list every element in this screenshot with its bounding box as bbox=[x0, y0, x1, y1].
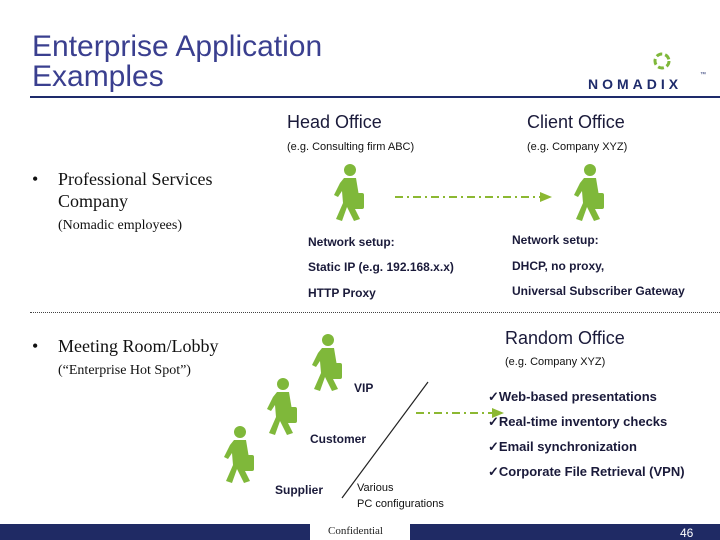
bullet-professional-services: Professional Services Company bbox=[58, 169, 213, 211]
check-item-vpn: ✓Corporate File Retrieval (VPN) bbox=[488, 464, 685, 480]
check-text: Email synchronization bbox=[498, 439, 637, 454]
client-office-sub: (e.g. Company XYZ) bbox=[527, 141, 628, 153]
right-setup-line-3: Universal Subscriber Gateway bbox=[512, 284, 685, 298]
logo-tm: ™ bbox=[700, 72, 706, 78]
title-line-1: Enterprise Application bbox=[32, 30, 323, 63]
label-vip: VIP bbox=[354, 381, 374, 395]
logo-text: NOMADIX bbox=[588, 76, 683, 92]
right-setup-line-1: Network setup: bbox=[512, 233, 599, 247]
check-text: Real-time inventory checks bbox=[498, 414, 668, 429]
random-office-title: Random Office bbox=[505, 328, 625, 348]
walking-figure-icon bbox=[224, 426, 254, 483]
left-setup-line-1: Network setup: bbox=[308, 235, 395, 249]
footer-confidential: Confidential bbox=[328, 525, 383, 537]
walking-figure-icon bbox=[334, 164, 364, 221]
footer-label-box bbox=[310, 522, 410, 540]
connection-arrow bbox=[416, 408, 504, 418]
page-number: 46 bbox=[680, 526, 694, 540]
bullet-sub-hotspot: (“Enterprise Hot Spot”) bbox=[58, 363, 191, 378]
title-rule bbox=[30, 96, 720, 98]
page-title: Enterprise Application Examples bbox=[32, 32, 322, 92]
head-office-title: Head Office bbox=[287, 112, 382, 132]
head-office-sub: (e.g. Consulting firm ABC) bbox=[287, 141, 415, 153]
label-customer: Customer bbox=[310, 432, 367, 446]
bullet-sub-nomadic: (Nomadic employees) bbox=[58, 218, 183, 233]
bullet-icon: • bbox=[32, 336, 39, 356]
title-line-2: Examples bbox=[32, 60, 164, 93]
client-office-title: Client Office bbox=[527, 112, 625, 132]
label-supplier: Supplier bbox=[275, 483, 324, 497]
checkmark-icon: ✓ bbox=[488, 389, 499, 404]
configuration-divider-line bbox=[341, 381, 429, 499]
check-text: Corporate File Retrieval (VPN) bbox=[498, 464, 685, 479]
bullet-icon: • bbox=[32, 169, 39, 189]
left-setup-line-2: Static IP (e.g. 192.168.x.x) bbox=[308, 260, 454, 274]
label-pc-configurations: PC configurations bbox=[357, 498, 444, 510]
check-item-inventory: ✓Real-time inventory checks bbox=[488, 414, 667, 430]
random-office-sub: (e.g. Company XYZ) bbox=[505, 356, 606, 368]
check-text: Web-based presentations bbox=[498, 389, 657, 404]
left-setup-line-3: HTTP Proxy bbox=[308, 286, 376, 300]
connection-arrow bbox=[395, 192, 552, 202]
checkmark-icon: ✓ bbox=[488, 439, 499, 454]
logo-icon bbox=[653, 52, 671, 70]
check-item-web-presentations: ✓Web-based presentations bbox=[488, 389, 657, 405]
walking-figure-icon bbox=[267, 378, 297, 435]
right-setup-line-2: DHCP, no proxy, bbox=[512, 259, 605, 273]
label-various: Various bbox=[357, 482, 394, 494]
check-item-email: ✓Email synchronization bbox=[488, 439, 637, 455]
checkmark-icon: ✓ bbox=[488, 414, 499, 429]
section-divider bbox=[30, 312, 720, 313]
walking-figure-icon bbox=[574, 164, 604, 221]
bullet-meeting-room: Meeting Room/Lobby bbox=[58, 336, 219, 356]
checkmark-icon: ✓ bbox=[488, 464, 499, 479]
walking-figure-icon bbox=[312, 334, 342, 391]
